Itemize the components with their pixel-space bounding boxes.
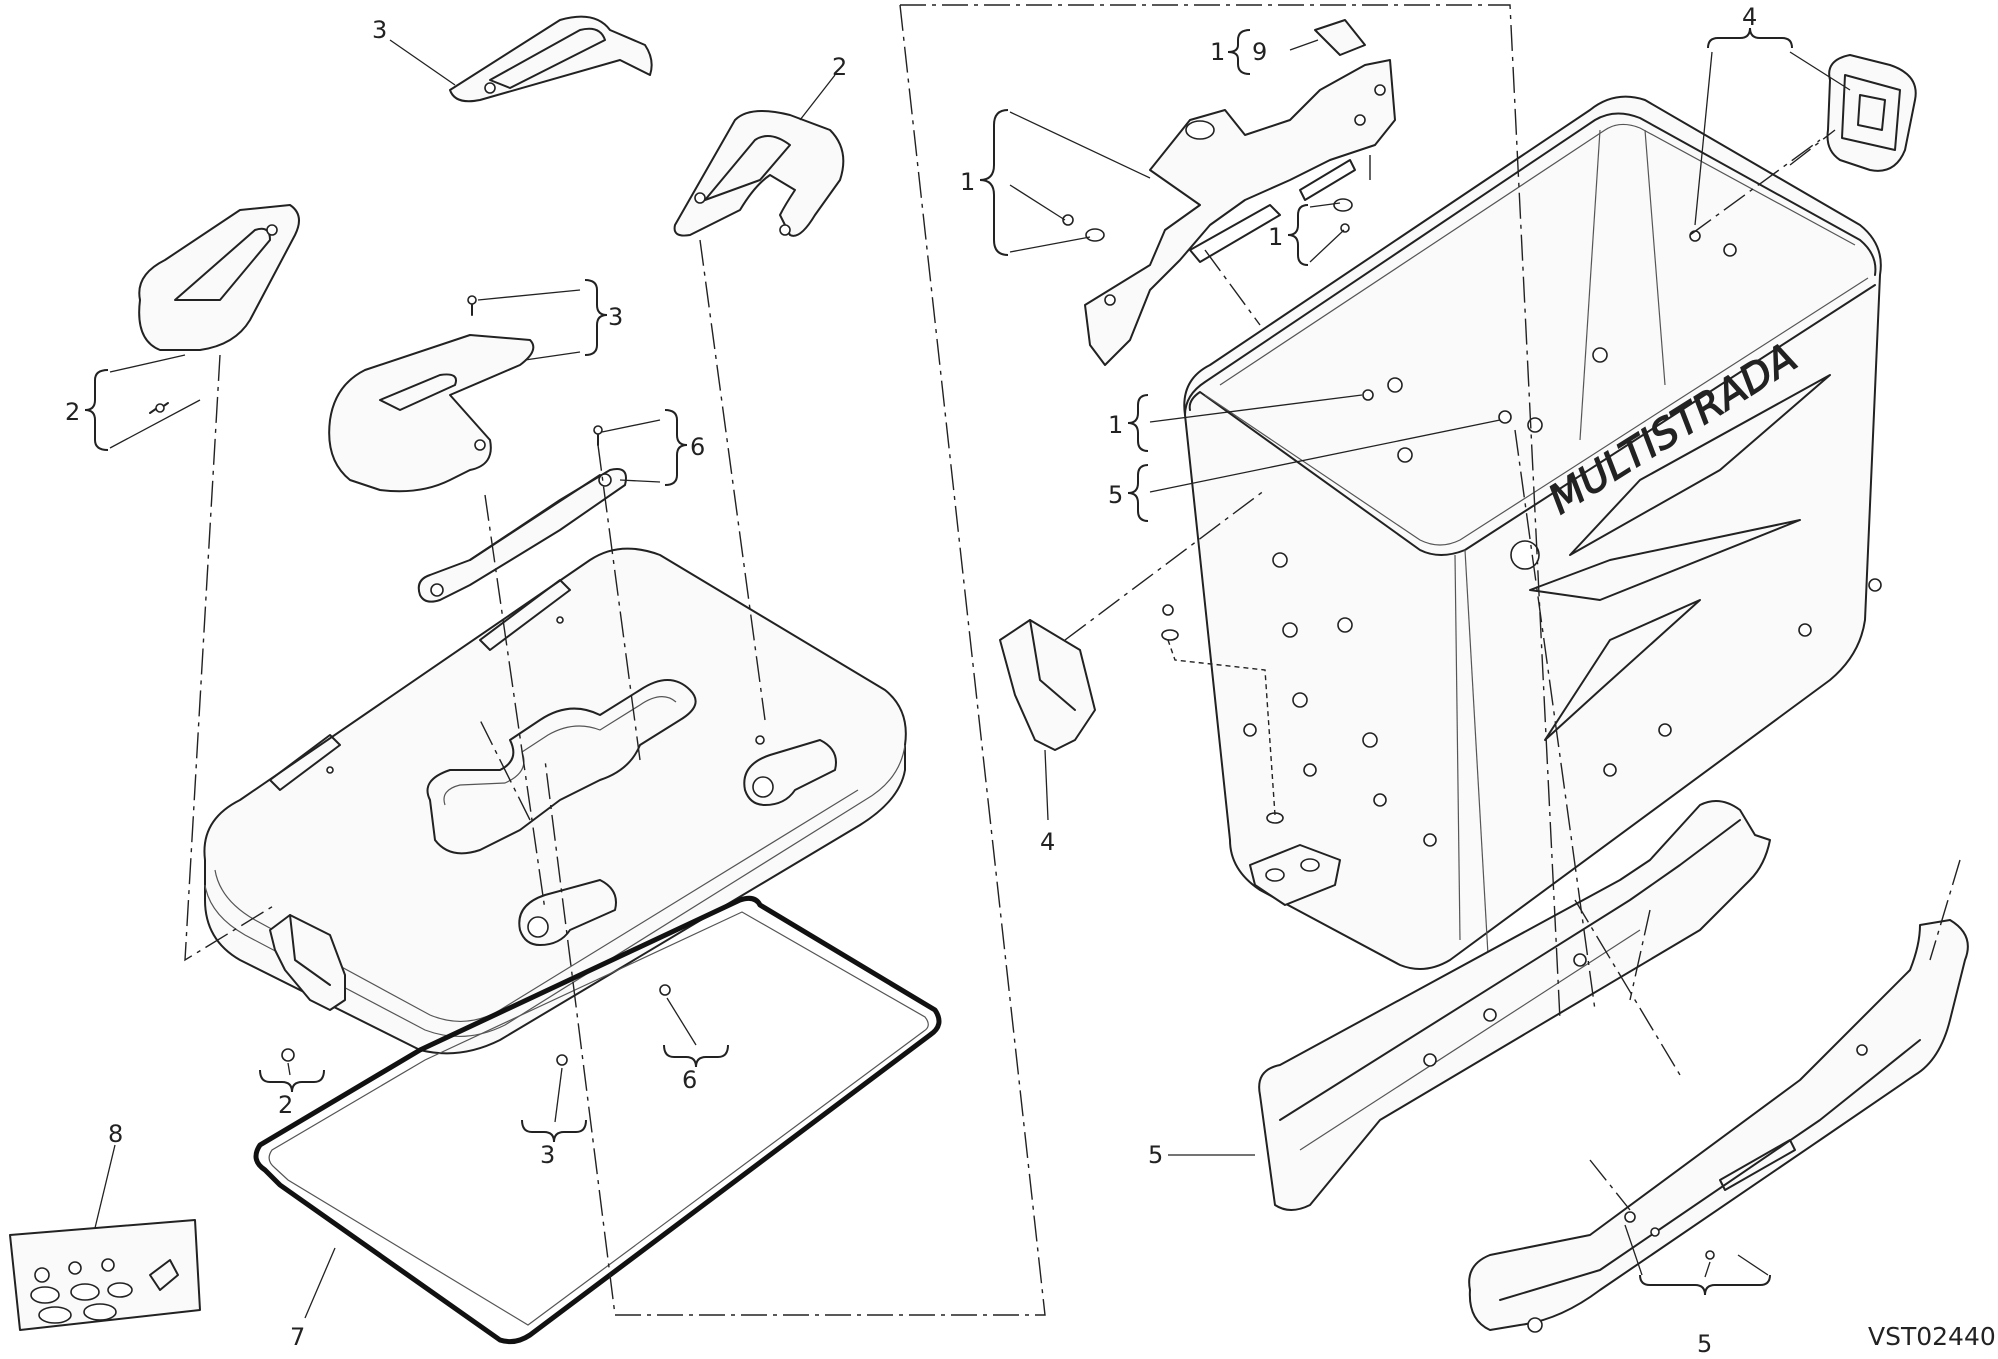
hardware-kit-8 (9, 1219, 201, 1331)
leader-lines (84, 27, 1851, 1319)
mounting-plate-1 (1084, 59, 1396, 366)
lower-rail-5-front (1258, 800, 1771, 1211)
spacer-block (1161, 604, 1341, 906)
latch-4-bottom (999, 619, 1096, 751)
callout-label: 3 (540, 1141, 555, 1169)
callout-label: 2 (65, 398, 80, 426)
lid-assembly (203, 547, 907, 1055)
plate-hardware (1062, 198, 1701, 424)
lid-cover-2-top (673, 110, 845, 237)
callout-label: 8 (108, 1120, 123, 1148)
callout-label: 5 (1108, 481, 1123, 509)
lid-screws (149, 295, 671, 1066)
callout-label: 3 (372, 16, 387, 44)
callout-label: 3 (608, 303, 623, 331)
case-mounting-holes (1243, 243, 1882, 847)
callout-label: 1 (1268, 223, 1283, 251)
lid-cover-3-top (449, 15, 653, 103)
lid-cover-3-mid (328, 334, 535, 493)
callout-label: 6 (682, 1066, 697, 1094)
lower-rail-5-rear (1468, 919, 1969, 1333)
lid-gasket (253, 895, 942, 1345)
callout-label: 1 (1108, 411, 1123, 439)
callout-label: 2 (832, 53, 847, 81)
callout-label: 1 (1210, 38, 1225, 66)
rubber-block-9 (1314, 19, 1366, 56)
callout-label: 6 (690, 433, 705, 461)
callout-label: 2 (278, 1091, 293, 1119)
callout-label: 9 (1252, 38, 1267, 66)
callout-label: 4 (1742, 3, 1757, 31)
explosion-lines (184, 4, 1961, 1316)
callout-label: 5 (1697, 1330, 1712, 1358)
callout-labels: 3 2 2 3 6 2 3 6 7 8 9 1 1 1 1 4 5 4 5 5 … (65, 3, 1996, 1358)
callout-label: 4 (1040, 828, 1055, 856)
callout-label: 7 (290, 1323, 305, 1351)
latch-4-top (1826, 54, 1917, 172)
lid-cover-2-left (138, 204, 300, 351)
callout-label: 5 (1148, 1141, 1163, 1169)
drawing-code: VST02440 (1868, 1322, 1996, 1351)
callout-label: 1 (960, 168, 975, 196)
case-body: MULTISTRADA (1183, 95, 1882, 991)
